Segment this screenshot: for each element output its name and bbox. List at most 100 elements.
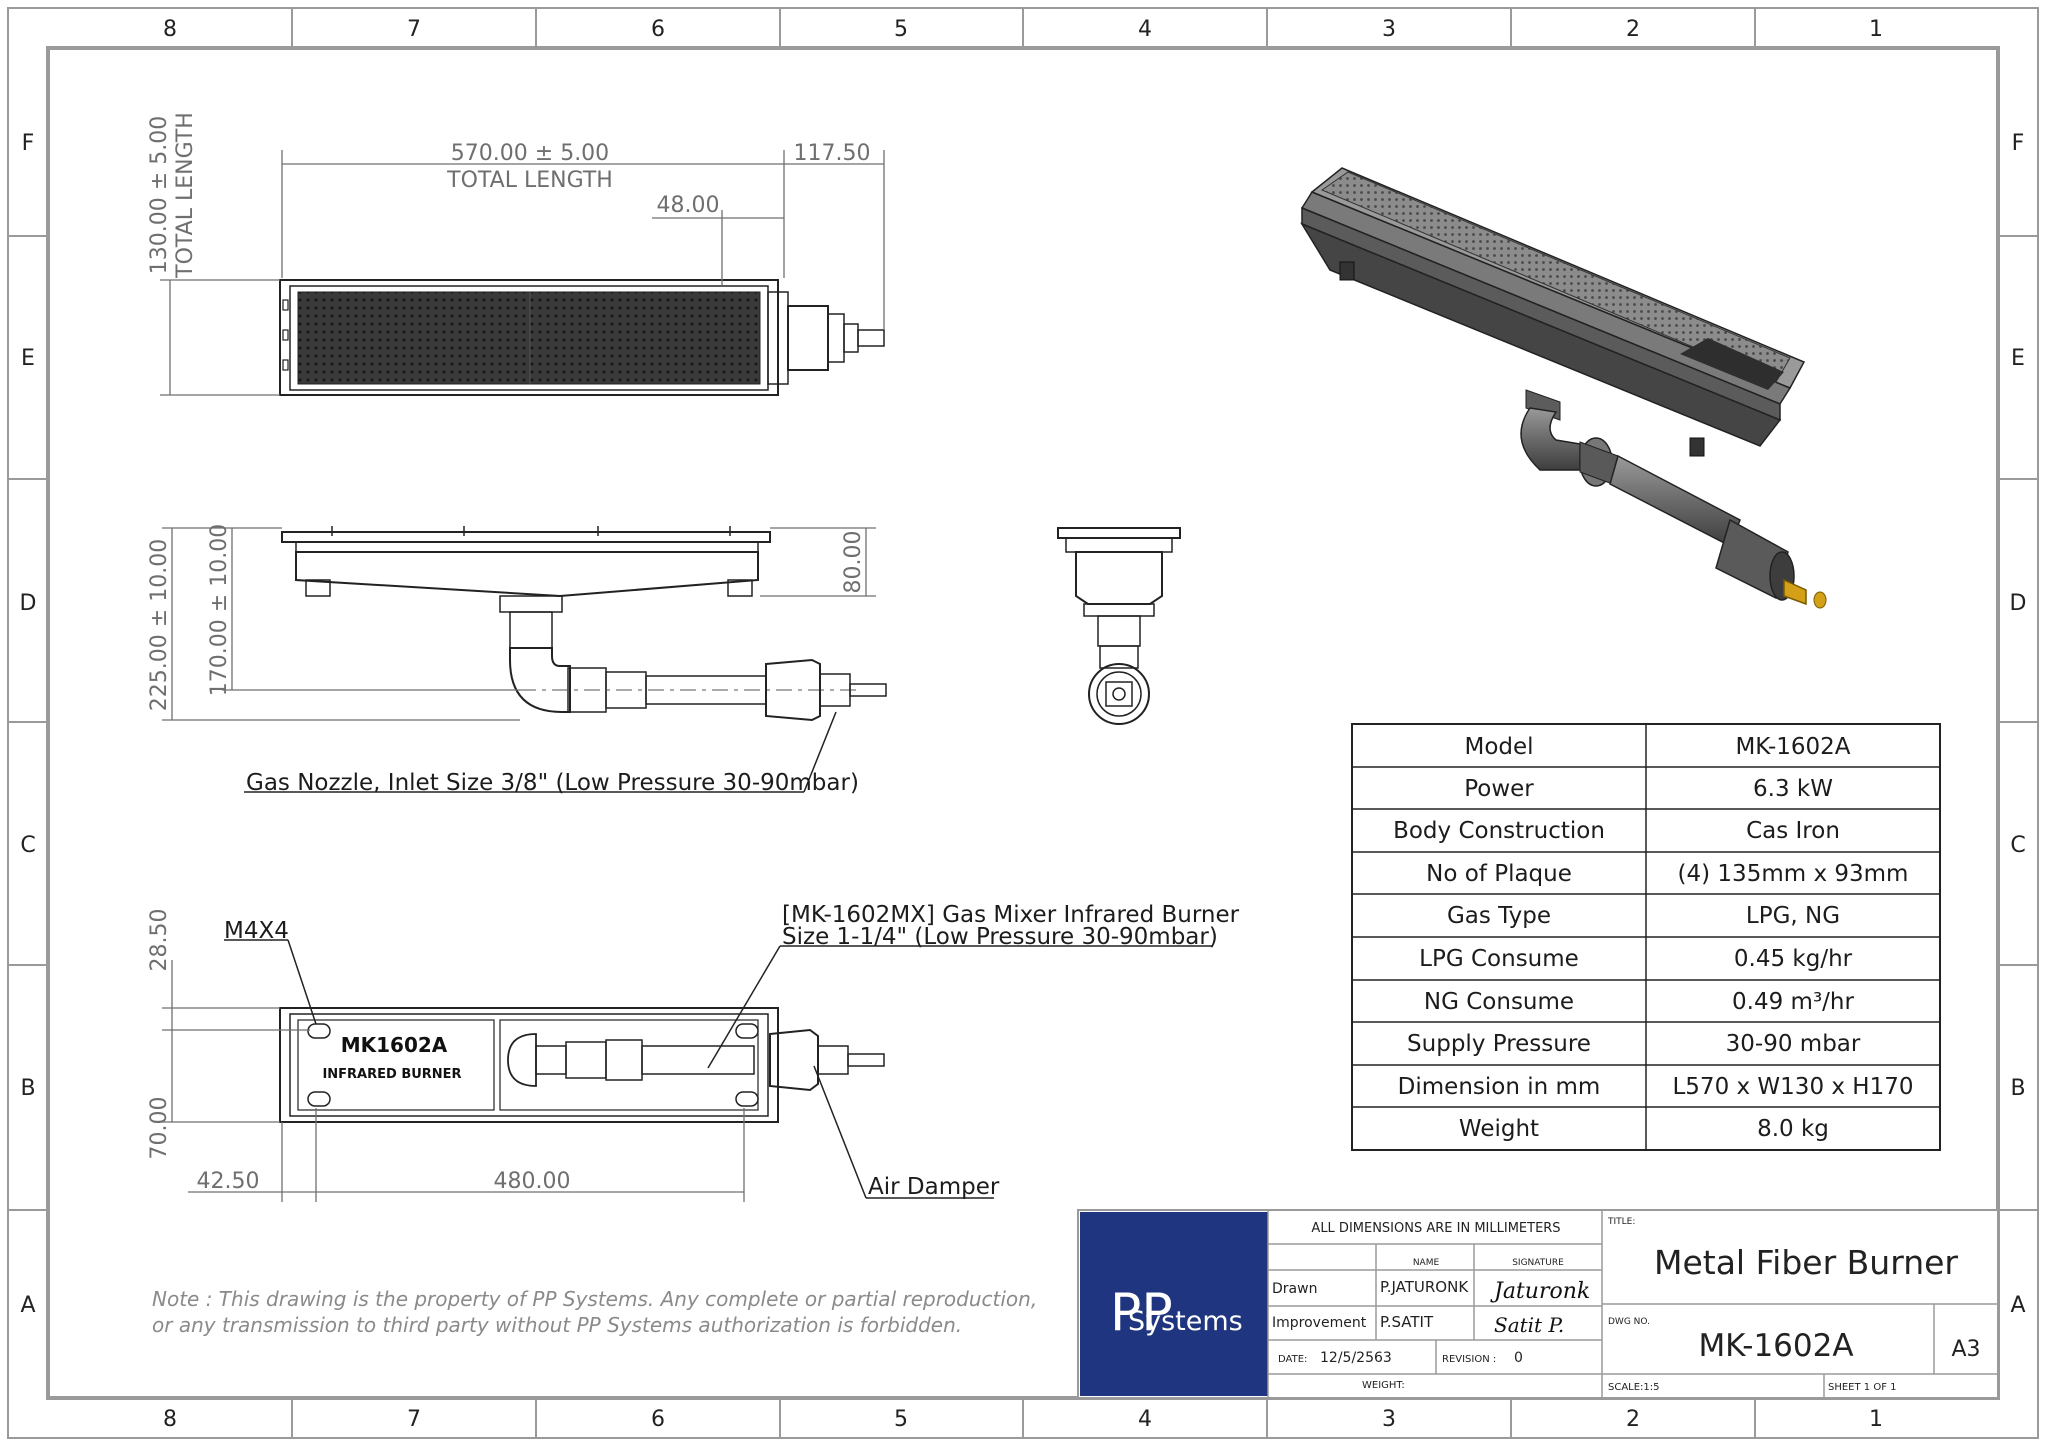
dim-height: 130.00 ± 5.00 <box>147 116 172 274</box>
drawing-number: MK-1602A <box>1698 1328 1853 1364</box>
col-label-top: 5 <box>894 17 908 42</box>
drawn-signature: Jaturonk <box>1490 1279 1590 1304</box>
dim-mid-height: 170.00 ± 10.00 <box>207 524 232 696</box>
improvement-signature: Satit P. <box>1494 1313 1564 1337</box>
spec-label-ng: NG Consume <box>1424 989 1574 1015</box>
m4x4-label: M4X4 <box>224 918 289 944</box>
weight-label: WEIGHT: <box>1362 1380 1405 1391</box>
improvement-label: Improvement <box>1272 1315 1367 1331</box>
dim-total-length-label: TOTAL LENGTH <box>446 168 613 193</box>
spec-value-plaque: (4) 135mm x 93mm <box>1678 861 1909 887</box>
top-view <box>279 279 885 396</box>
drawn-label: Drawn <box>1272 1281 1317 1297</box>
note-line-2: or any transmission to third party witho… <box>152 1313 962 1337</box>
nameplate: MK1602A INFRARED BURNER <box>322 1033 461 1082</box>
row-label-right: A <box>2010 1293 2025 1318</box>
outer-frame: 8 7 6 5 4 3 2 1 8 7 6 5 4 3 2 1 F E D C … <box>7 7 2039 1439</box>
row-label-right: D <box>2010 591 2027 616</box>
row-label-left: D <box>20 591 37 616</box>
isometric-view <box>1300 167 1827 609</box>
dim-bottom-top: 28.50 <box>147 909 172 972</box>
nameplate-model: MK1602A <box>341 1033 448 1057</box>
spec-label-dimension: Dimension in mm <box>1398 1074 1601 1100</box>
row-label-left: E <box>21 346 35 371</box>
col-label-bottom: 7 <box>407 1407 421 1432</box>
spec-value-lpg: 0.45 kg/hr <box>1734 946 1853 972</box>
iso-mesh-surface <box>1320 171 1791 383</box>
name-header: NAME <box>1413 1258 1440 1268</box>
air-damper-label: Air Damper <box>868 1174 1000 1200</box>
bottom-view-dimensions: 28.50 70.00 42.50 480.00 <box>147 909 745 1202</box>
spec-table: Model MK-1602A Power 6.3 kW Body Constru… <box>1351 723 1941 1151</box>
spec-label-lpg: LPG Consume <box>1419 946 1579 972</box>
spec-label-power: Power <box>1464 776 1534 802</box>
col-label-bottom: 3 <box>1382 1407 1396 1432</box>
spec-label-model: Model <box>1464 734 1533 760</box>
row-label-right: E <box>2011 346 2025 371</box>
side-view <box>281 526 887 722</box>
title-block: PP Systems ALL DIMENSIONS ARE IN MILLIME… <box>1077 1209 1999 1399</box>
spec-label-weight: Weight <box>1459 1116 1539 1142</box>
col-label-bottom: 6 <box>651 1407 665 1432</box>
row-label-right: F <box>2012 131 2025 156</box>
dim-total-height: 225.00 ± 10.00 <box>147 539 172 711</box>
col-label-top: 6 <box>651 17 665 42</box>
spec-label-body: Body Construction <box>1393 818 1605 844</box>
col-label-top: 1 <box>1869 17 1883 42</box>
mixer-label-line1: [MK-1602MX] Gas Mixer Infrared Burner <box>782 902 1240 928</box>
drawing-title: Metal Fiber Burner <box>1654 1243 1958 1282</box>
sheet-size: A3 <box>1951 1337 1980 1362</box>
col-label-bottom: 5 <box>894 1407 908 1432</box>
date-label: DATE: <box>1278 1354 1307 1365</box>
dim-height-label: TOTAL LENGTH <box>173 112 198 279</box>
row-label-left: A <box>20 1293 35 1318</box>
signature-header: SIGNATURE <box>1512 1258 1564 1268</box>
dwg-no-label: DWG NO. <box>1608 1317 1650 1327</box>
col-label-top: 2 <box>1626 17 1640 42</box>
row-label-right: C <box>2010 833 2025 858</box>
col-label-top: 3 <box>1382 17 1396 42</box>
col-label-bottom: 4 <box>1138 1407 1152 1432</box>
row-label-right: B <box>2010 1076 2025 1101</box>
bottom-view: MK1602A INFRARED BURNER <box>279 1007 885 1123</box>
revision-label: REVISION : <box>1442 1354 1496 1365</box>
side-view-dimensions: 225.00 ± 10.00 170.00 ± 10.00 80.00 <box>147 524 876 721</box>
gas-nozzle-callout: Gas Nozzle, Inlet Size 3/8" (Low Pressur… <box>244 711 859 796</box>
iso-brass-nozzle <box>1783 578 1807 606</box>
improvement-name: P.SATIT <box>1380 1313 1434 1331</box>
sheet-label: SHEET 1 OF 1 <box>1828 1382 1897 1393</box>
date-value: 12/5/2563 <box>1320 1350 1392 1366</box>
dim-bottom-length: 480.00 <box>494 1169 571 1194</box>
row-label-left: F <box>22 131 35 156</box>
col-label-bottom: 1 <box>1869 1407 1883 1432</box>
spec-value-power: 6.3 kW <box>1753 776 1833 802</box>
end-view <box>1057 527 1181 725</box>
spec-label-gas-type: Gas Type <box>1447 903 1551 929</box>
bottom-callouts: M4X4 [MK-1602MX] Gas Mixer Infrared Burn… <box>224 902 1240 1200</box>
note-line-1: Note : This drawing is the property of P… <box>152 1287 1037 1311</box>
dim-top-height: 80.00 <box>841 531 866 594</box>
spec-value-model: MK-1602A <box>1735 734 1850 760</box>
col-label-top: 7 <box>407 17 421 42</box>
units-note: ALL DIMENSIONS ARE IN MILLIMETERS <box>1311 1221 1560 1236</box>
spec-label-plaque: No of Plaque <box>1426 861 1572 887</box>
spec-value-dimension: L570 x W130 x H170 <box>1672 1074 1913 1100</box>
col-label-bottom: 2 <box>1626 1407 1640 1432</box>
nameplate-subtitle: INFRARED BURNER <box>322 1067 461 1082</box>
gas-nozzle-label: Gas Nozzle, Inlet Size 3/8" (Low Pressur… <box>246 770 859 796</box>
drawn-name: P.JATURONK <box>1380 1278 1469 1296</box>
property-note: Note : This drawing is the property of P… <box>152 1287 1037 1337</box>
col-label-top: 8 <box>163 17 177 42</box>
mixer-label-line2: Size 1-1/4" (Low Pressure 30-90mbar) <box>782 924 1218 950</box>
scale-label: SCALE:1:5 <box>1608 1382 1660 1393</box>
spec-value-gas-type: LPG, NG <box>1746 903 1840 929</box>
logo-word: Systems <box>1128 1306 1243 1337</box>
row-label-left: B <box>20 1076 35 1101</box>
spec-value-body: Cas Iron <box>1746 818 1840 844</box>
ceramic-plaque-mesh <box>297 291 761 385</box>
dim-inner-offset: 48.00 <box>657 193 720 218</box>
spec-label-pressure: Supply Pressure <box>1407 1031 1591 1057</box>
spec-value-pressure: 30-90 mbar <box>1726 1031 1861 1057</box>
dim-nozzle-length: 117.50 <box>794 141 871 166</box>
